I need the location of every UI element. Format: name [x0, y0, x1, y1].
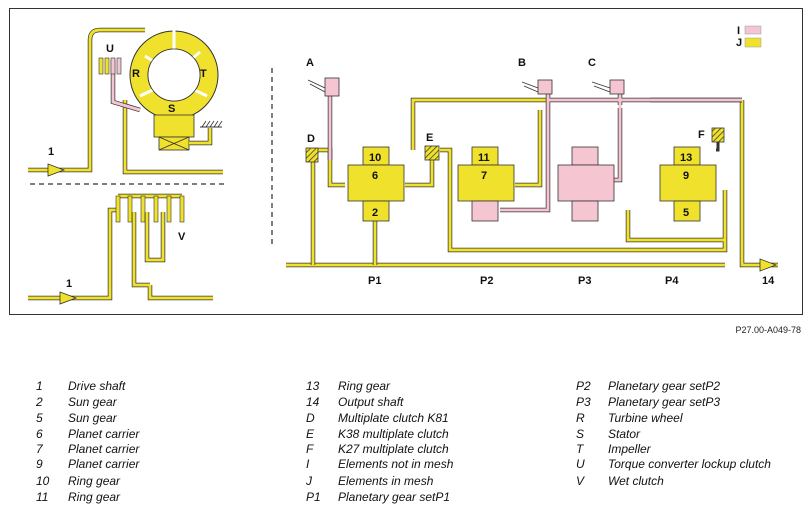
input-arrow-bottom-icon — [59, 291, 78, 305]
gear-set-p4: 13 9 5 — [659, 146, 717, 222]
label-6: 6 — [372, 170, 378, 182]
ground-hatch-brakes-icon — [307, 79, 611, 93]
label-u: U — [106, 43, 114, 55]
wet-clutch: V — [28, 193, 213, 305]
label-a: A — [306, 57, 314, 69]
torque-converter: U R T S — [28, 27, 223, 177]
label-v: V — [178, 231, 186, 243]
label-13: 13 — [680, 152, 692, 164]
in-mesh-swatch — [744, 37, 762, 48]
input-arrow-top-icon — [47, 163, 66, 177]
legend-box-key-j: J — [736, 37, 742, 49]
label-1-top: 1 — [48, 146, 54, 158]
output-arrow-icon — [759, 258, 778, 272]
planetary-gear-train: A B C D E F 10 6 2 11 7 — [286, 57, 778, 287]
label-11: 11 — [478, 152, 490, 164]
label-p3: P3 — [578, 275, 591, 287]
gear-set-p3 — [557, 146, 615, 222]
label-14: 14 — [762, 275, 775, 287]
legend-box-key-i: I — [737, 25, 740, 37]
brake-b — [537, 79, 553, 95]
diagram-frame — [9, 8, 803, 315]
label-r: R — [132, 68, 140, 80]
label-b: B — [518, 57, 526, 69]
wet-clutch-plates — [115, 195, 185, 223]
label-p2: P2 — [480, 275, 493, 287]
label-10: 10 — [369, 152, 381, 164]
label-f: F — [698, 129, 705, 141]
label-d: D — [307, 133, 315, 145]
brake-c — [609, 79, 625, 95]
label-e: E — [426, 132, 433, 144]
gear-set-p1: 10 6 2 — [347, 146, 405, 222]
label-2: 2 — [372, 207, 378, 219]
label-9: 9 — [683, 170, 689, 182]
clutch-f — [711, 127, 725, 143]
clutch-e — [424, 145, 440, 161]
brake-a — [324, 77, 340, 97]
mesh-legend-box: I J — [736, 25, 762, 49]
label-s: S — [168, 103, 175, 115]
label-c: C — [588, 57, 596, 69]
not-in-mesh-swatch — [744, 25, 762, 35]
clutch-d — [305, 147, 319, 163]
label-5: 5 — [683, 207, 689, 219]
transmission-diagram: I J U R T S — [28, 25, 778, 305]
label-1-bottom: 1 — [66, 278, 72, 290]
ground-hatch-icon — [201, 120, 223, 128]
figure-code: P27.00-A049-78 — [735, 325, 801, 335]
label-p1: P1 — [368, 275, 381, 287]
label-7: 7 — [481, 170, 487, 182]
label-t: T — [200, 68, 207, 80]
gear-set-p2: 11 7 — [457, 146, 515, 222]
label-p4: P4 — [665, 275, 679, 287]
